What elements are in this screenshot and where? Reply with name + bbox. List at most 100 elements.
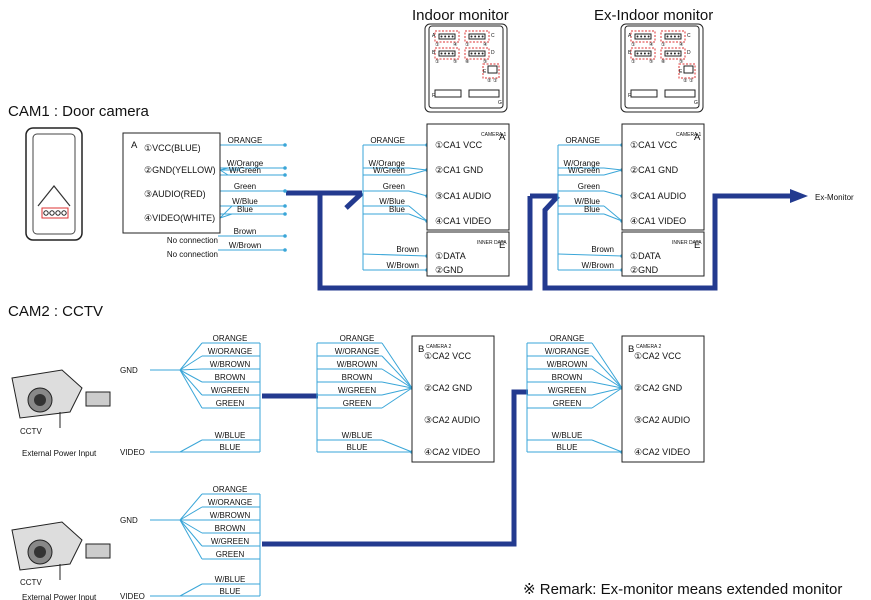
indoor-wire-label: Blue (389, 205, 406, 214)
ex-indoor-pin-dot (640, 52, 643, 55)
indoor-wire (408, 169, 428, 176)
ex-indoor-pin-dot (670, 52, 673, 55)
ex-indoor-inner-data-pin: ①DATA (630, 251, 661, 261)
cam1-wire-label: Brown (234, 227, 257, 236)
no-connection-label: No connection (167, 250, 218, 259)
cctv1-wire-label: BROWN (215, 373, 246, 382)
indoor-wire (408, 167, 428, 171)
cctv2-wire-label: W/BROWN (210, 511, 251, 520)
ex-indoor-wire-label: W/ORANGE (545, 347, 589, 356)
remark-text: ※ Remark: Ex-monitor means extended moni… (523, 581, 842, 598)
indoor-camera1-pin: ①CA1 VCC (435, 140, 483, 150)
cctv1-fan (179, 368, 203, 371)
ex-indoor-wire-label: Green (578, 182, 600, 191)
top-cctv-camera (11, 369, 111, 428)
cam1-pin-label: ②GND(YELLOW) (144, 165, 216, 175)
ex-indoor-wire-label: W/BLUE (552, 431, 583, 440)
indoor-connector-g (468, 89, 500, 98)
indoor-connector-b-plug (438, 50, 456, 57)
ex-indoor-pin-number: ④ (679, 42, 684, 48)
cctv1-wire-label: W/GREEN (211, 386, 249, 395)
indoor-wire-label: ORANGE (340, 334, 375, 343)
bottom-cctv-mount (85, 543, 111, 559)
ex-indoor-pin-number: ① (631, 59, 636, 65)
indoor-connector-letter: A (432, 33, 436, 39)
indoor-pin-dot (477, 35, 480, 38)
indoor-pin-dot (444, 52, 447, 55)
ex-indoor-connector-letter: C (687, 33, 691, 39)
indoor-pin-number: ① (465, 42, 470, 48)
ex-indoor-wire (603, 205, 623, 222)
ex-indoor-wire-label: ORANGE (565, 136, 600, 145)
junction-dot (283, 234, 287, 238)
door-camera-panel (32, 133, 76, 235)
indoor-camera2-pin: ④CA2 VIDEO (424, 447, 480, 457)
ex-indoor-camera2-pin: ①CA2 VCC (634, 351, 682, 361)
cam1-wire (219, 169, 229, 176)
cctv-label: CCTV (20, 578, 42, 587)
indoor-wire-label: Green (383, 182, 405, 191)
cctv2-wire-label: BLUE (220, 587, 241, 596)
ex-indoor-wire (603, 213, 623, 222)
ex-indoor-pin-dot (647, 52, 650, 55)
indoor-wire-label: GREEN (343, 399, 372, 408)
ex-indoor-pin-dot (643, 52, 646, 55)
indoor-pin-number: ⑤ (483, 59, 488, 65)
indoor-connector-a-plug (438, 33, 456, 40)
cctv2-fan (179, 519, 203, 547)
ex-indoor-pin-dot (636, 52, 639, 55)
indoor-pin-dot (477, 52, 480, 55)
door-camera-terminal (41, 207, 69, 219)
cctv2-wire-label: W/GREEN (211, 537, 249, 546)
junction-dot (283, 143, 287, 147)
indoor-wire-label: W/BLUE (342, 431, 373, 440)
bottom-cctv-lens-core (34, 546, 46, 558)
indoor-connector-e-plug (487, 65, 498, 74)
indoor-wire-label: W/BROWN (337, 360, 378, 369)
indoor-pin-dot (440, 52, 443, 55)
cam1-bus-main (286, 190, 533, 291)
ex-indoor-fan (591, 381, 623, 389)
ex-indoor-fan (591, 439, 623, 453)
ex-indoor-pin-dot (666, 35, 669, 38)
ex-indoor-wire-label: W/Green (568, 166, 600, 175)
ex-indoor-connector-f (630, 89, 658, 98)
indoor-pin-dot (440, 35, 443, 38)
cam1-wire-label: W/Brown (229, 241, 261, 250)
junction-dot (283, 248, 287, 252)
cam1-bus-tap-a2 (344, 191, 364, 210)
cam2-title: CAM2 : CCTV (8, 303, 103, 320)
ex-indoor-monitor-inner (624, 25, 700, 109)
indoor-camera2-pin: ①CA2 VCC (424, 351, 472, 361)
wire-lines (150, 143, 624, 597)
indoor-connector-letter: F (432, 93, 435, 99)
ex-indoor-connector-letter: B (628, 50, 632, 56)
indoor-pin-dot (447, 35, 450, 38)
cam1-box-letter: A (131, 140, 138, 151)
indoor-fan (381, 342, 413, 389)
cctv1-fan (179, 369, 203, 396)
ex-indoor-wire-label: W/Blue (574, 197, 600, 206)
door-camera-screw (61, 210, 67, 216)
ex-indoor-camera1-pin: ②CA1 GND (630, 165, 679, 175)
ex-indoor-inner-data-box (621, 231, 705, 277)
indoor-inner-data-box (426, 231, 510, 277)
ex-indoor-connector-c-plug (664, 33, 682, 40)
ex-indoor-camera2-pin: ③CA2 AUDIO (634, 415, 690, 425)
door-camera-chevron (37, 185, 71, 207)
indoor-connector-c-plug (468, 33, 486, 40)
indoor-pin-number: ⑧ (465, 59, 470, 65)
junction-dot (283, 166, 287, 170)
indoor-connector-letter: D (491, 50, 495, 56)
ex-indoor-pin-dot (643, 35, 646, 38)
indoor-connector-letter: B (432, 50, 436, 56)
indoor-pin-number: ① (435, 59, 440, 65)
junction-dot (283, 189, 287, 193)
ex-indoor-connector-g (664, 89, 696, 98)
ex-indoor-pin-number: ⑧ (661, 59, 666, 65)
ex-indoor-pin-number: ② (683, 78, 688, 84)
ex-indoor-camera1-pin: ①CA1 VCC (630, 140, 678, 150)
ex-indoor-connector-letter: D (687, 50, 691, 56)
junction-dot (283, 204, 287, 208)
